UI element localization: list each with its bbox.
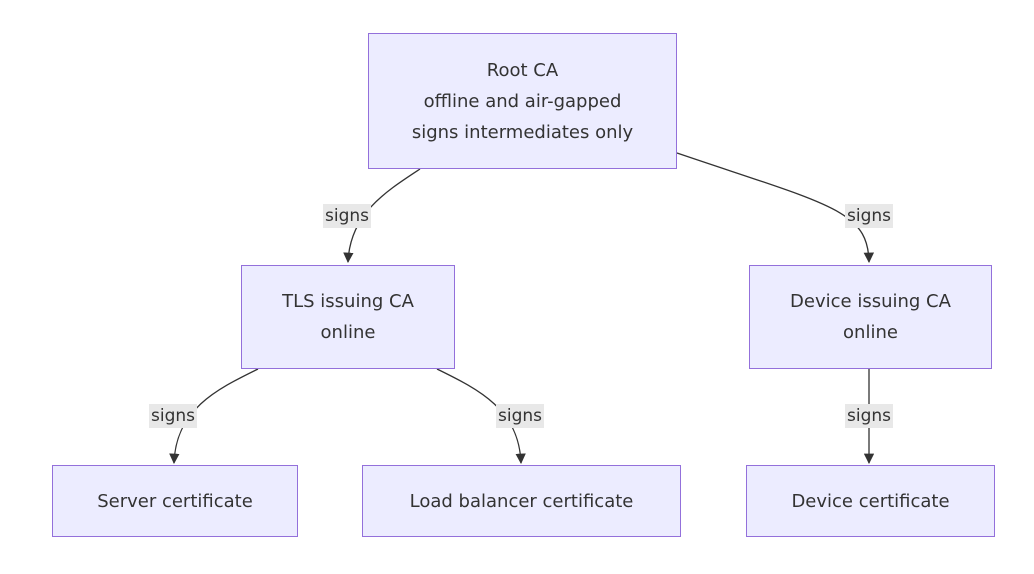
- edge-label-root-to-tls: signs: [323, 204, 372, 228]
- tls-issuing-ca-title: TLS issuing CA: [282, 291, 414, 312]
- edge-label-tls-to-lb: signs: [496, 404, 545, 428]
- edge-label-device-ca-to-device-cert: signs: [845, 404, 894, 428]
- device-issuing-ca-node: Device issuing CA online: [749, 265, 992, 369]
- device-issuing-ca-status: online: [843, 322, 898, 343]
- device-certificate-label: Device certificate: [791, 490, 950, 512]
- load-balancer-certificate-label: Load balancer certificate: [409, 490, 634, 512]
- server-certificate-label: Server certificate: [97, 490, 253, 512]
- tls-issuing-ca-node: TLS issuing CA online: [241, 265, 455, 369]
- root-ca-detail-offline: offline and air-gapped: [423, 90, 622, 112]
- edge-tls-to-server: [169, 368, 259, 465]
- load-balancer-certificate-node: Load balancer certificate: [362, 465, 681, 537]
- server-certificate-node: Server certificate: [52, 465, 298, 537]
- edge-root-to-tls: [343, 168, 421, 264]
- root-ca-detail-scope: signs intermediates only: [411, 121, 634, 143]
- device-certificate-node: Device certificate: [746, 465, 995, 537]
- root-ca-title: Root CA: [486, 59, 559, 81]
- root-ca-node: Root CA offline and air-gapped signs int…: [368, 33, 677, 169]
- tls-issuing-ca-status: online: [320, 322, 376, 343]
- edge-tls-to-lb: [436, 368, 526, 465]
- edge-label-root-to-device-ca: signs: [845, 204, 894, 228]
- edge-label-tls-to-server: signs: [149, 404, 198, 428]
- device-issuing-ca-title: Device issuing CA: [790, 291, 951, 312]
- edge-root-to-device-ca: [676, 152, 875, 264]
